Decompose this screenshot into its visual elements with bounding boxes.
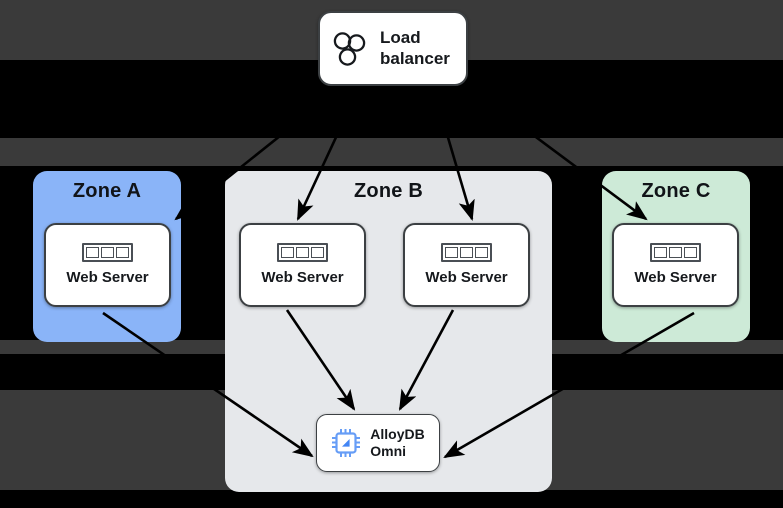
- alloydb-omni-label-line1: AlloyDB: [370, 426, 425, 443]
- zone-label-b: Zone B: [354, 180, 423, 202]
- arrow-lb-to-ws-a: [174, 86, 341, 221]
- server-rack-icon: [277, 243, 328, 263]
- arrow-lb-to-ws-b1: [296, 89, 360, 221]
- web-server-node-zone-a[interactable]: Web Server: [44, 223, 171, 307]
- web-server-label: Web Server: [261, 269, 344, 287]
- three-circles-icon: [333, 31, 366, 66]
- web-server-label: Web Server: [66, 269, 149, 287]
- web-server-label: Web Server: [425, 269, 508, 287]
- zone-label-c: Zone C: [641, 180, 711, 202]
- server-rack-icon: [441, 243, 492, 263]
- alloydb-omni-label-line2: Omni: [370, 443, 407, 459]
- web-server-label: Web Server: [634, 269, 717, 287]
- web-server-node-zone-c[interactable]: Web Server: [612, 223, 739, 307]
- arrow-lb-to-ws-c: [469, 86, 648, 221]
- zone-label-a: Zone A: [72, 180, 142, 202]
- load-balancer-node[interactable]: Load balancer: [318, 11, 468, 86]
- server-rack-icon: [82, 243, 133, 263]
- arrow-ws-a-to-db: [102, 311, 314, 458]
- load-balancer-label: Load balancer: [380, 28, 450, 68]
- web-server-node-zone-b-1[interactable]: Web Server: [239, 223, 366, 307]
- arrow-ws-b1-to-db: [285, 309, 356, 411]
- arrow-ws-c-to-db: [443, 311, 695, 459]
- arrow-lb-to-ws-b2: [432, 89, 475, 221]
- cpu-chip-icon: [332, 429, 361, 457]
- arrow-ws-b2-to-db: [398, 309, 455, 411]
- server-rack-icon: [650, 243, 701, 263]
- web-server-node-zone-b-2[interactable]: Web Server: [403, 223, 530, 307]
